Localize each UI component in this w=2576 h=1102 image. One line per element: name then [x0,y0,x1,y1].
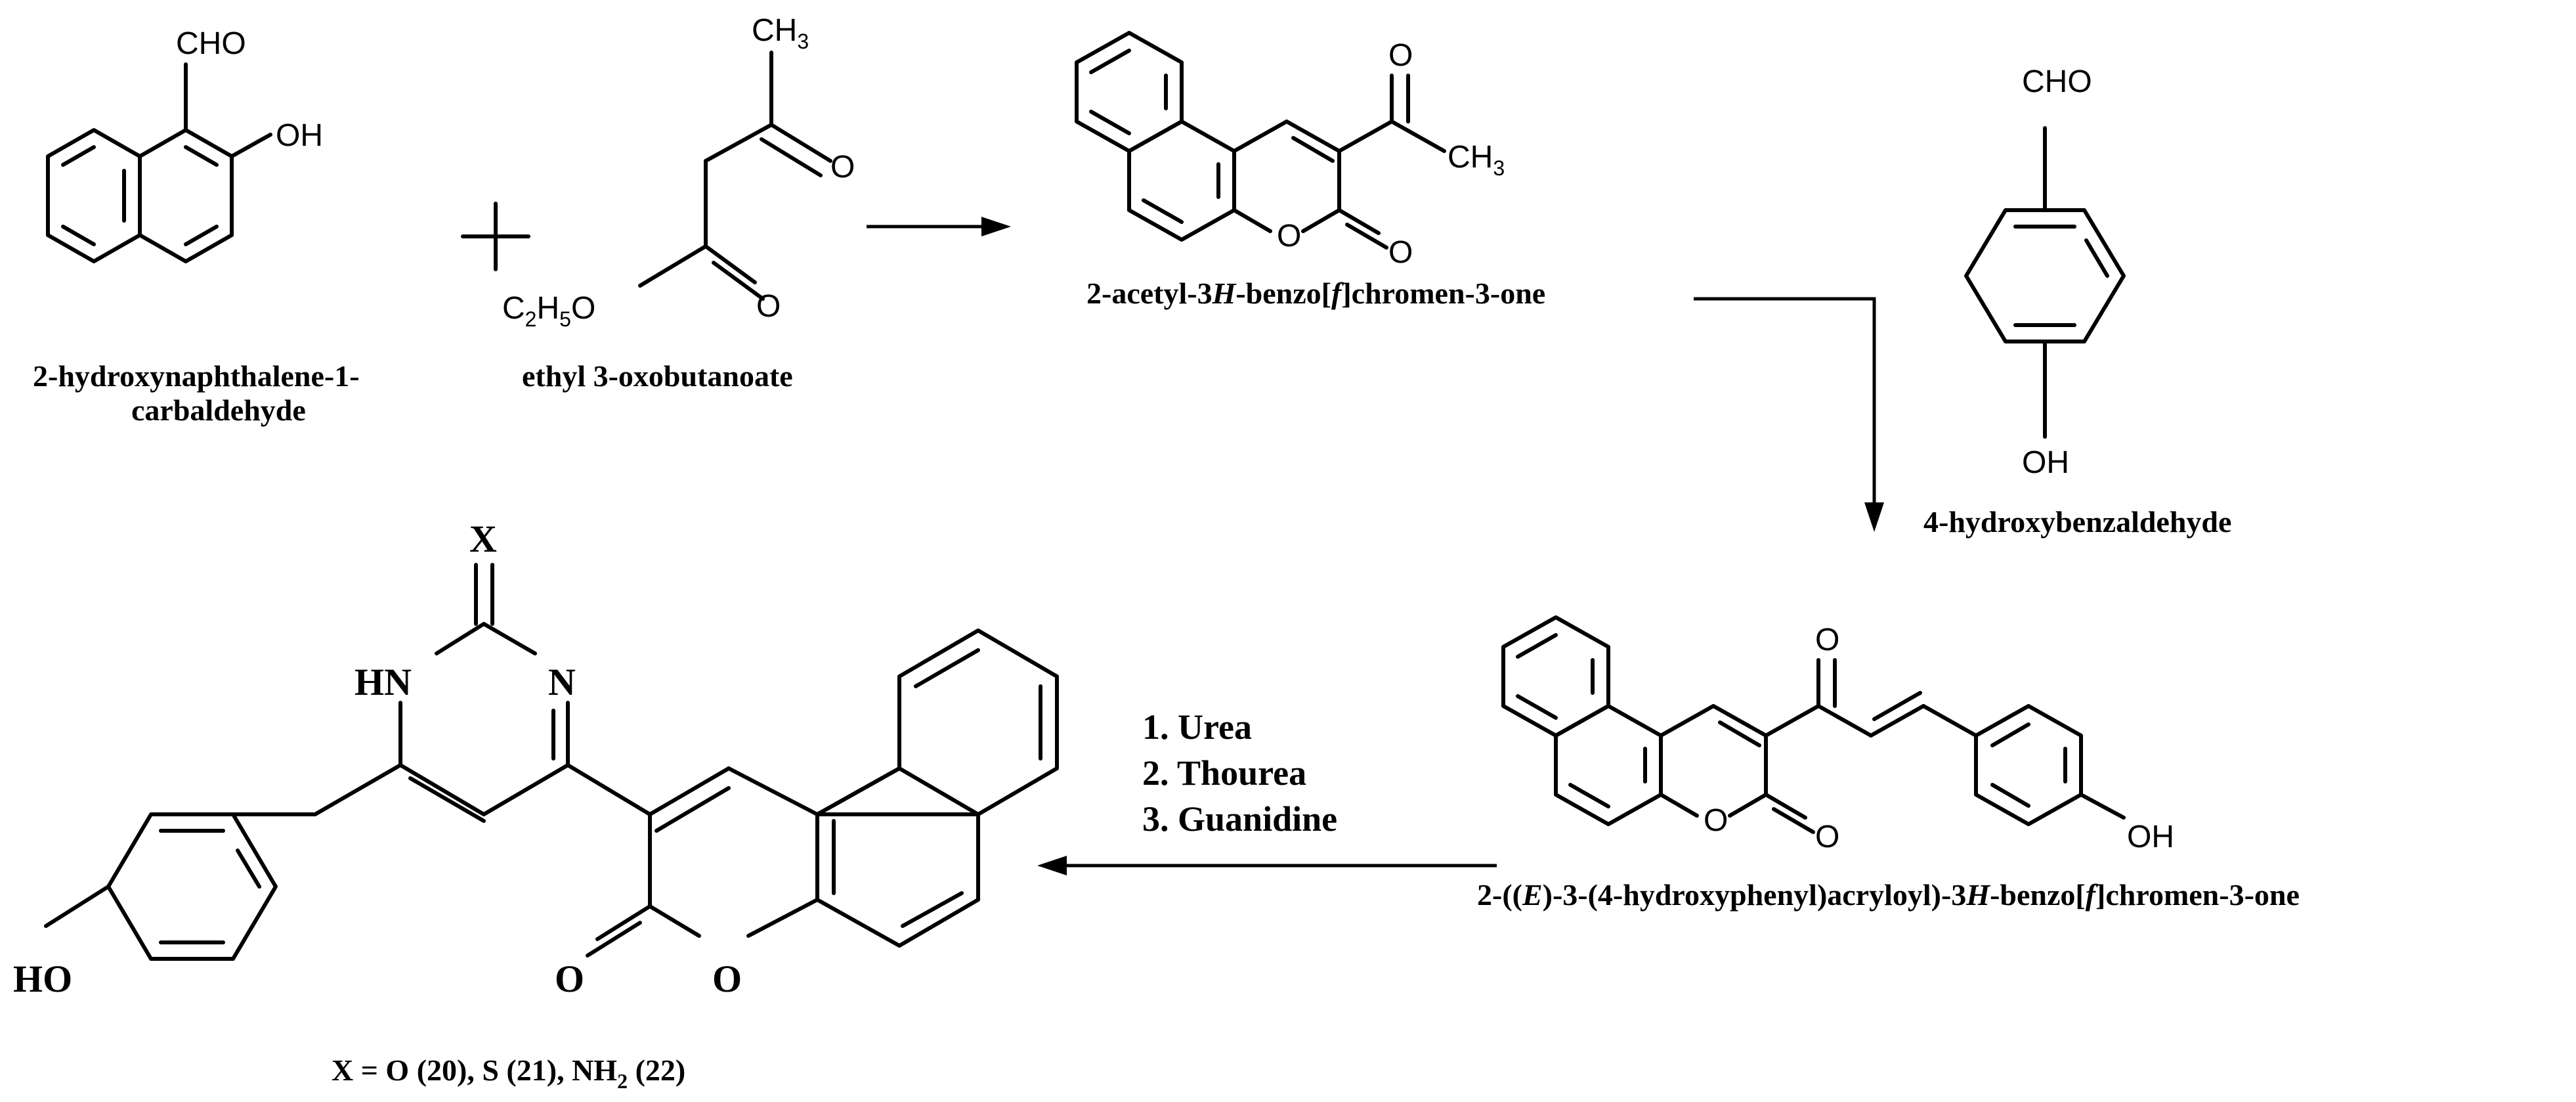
molecule-hydroxynaphthaldehyde: CHO OH 2-hydroxynaphthalene-1- carbaldeh… [33,26,360,427]
molecule-ethyl-acetoacetate: CH3 O O C2H5O ethyl 3-oxobutanoate [502,13,855,393]
atom-oh: OH [276,118,323,153]
atom-cho: CHO [176,26,246,61]
atom-oh-benz: OH [2022,445,2069,480]
bonds [46,62,272,263]
molecule-chalcone: O O O OH 2-((E)-3-(4-hydroxyphenyl)acryl… [1477,615,2300,912]
atom-o-ketone: O [830,150,855,185]
atom-ch3-acetyl: CH3 [1448,140,1505,180]
label-acetyl-coumarin: 2-acetyl-3H-benzo[f]chromen-3-one [1086,276,1545,310]
bonds [1075,31,1446,250]
atom-ch3: CH3 [752,13,809,53]
atom-ethoxy: C2H5O [502,291,595,331]
label-chalcone: 2-((E)-3-(4-hydroxyphenyl)acryloyl)-3H-b… [1477,878,2300,912]
label-ethyl-oxobutanoate: ethyl 3-oxobutanoate [522,359,793,393]
plus-sign [461,202,530,271]
bonds [44,563,1059,961]
atom-ho: HO [13,958,72,1000]
label-products: X = O (20), S (21), NH2 (22) [332,1053,685,1093]
molecule-hydroxybenzaldehyde: CHO OH 4-hydroxybenzaldehyde [1923,64,2231,539]
atom-o-product-carbonyl: O [555,958,584,1000]
bonds [638,51,832,301]
atom-x: X [469,518,497,560]
atom-o-chalcone-lactone: O [1815,820,1839,854]
arrow-step-3: 1. Urea 2. Thourea 3. Guanidine [1037,707,1497,875]
atom-cho-benz: CHO [2022,64,2092,99]
atom-o-chalcone-ring: O [1704,803,1728,838]
atom-o-ester-carbonyl: O [756,289,781,324]
bonds [1501,615,2126,834]
atom-oh-chalcone: OH [2127,820,2174,854]
condition-thiourea: 2. Thourea [1142,753,1306,793]
atom-n: N [548,661,576,703]
atom-o-ring: O [1277,219,1301,253]
label-hydroxybenzaldehyde: 4-hydroxybenzaldehyde [1923,505,2231,539]
label-hydroxynaphthaldehyde-1: 2-hydroxynaphthalene-1- [33,359,360,393]
atom-o-acetyl: O [1388,38,1413,73]
bonds [1964,126,2126,439]
atom-hn: HN [354,661,412,703]
condition-guanidine: 3. Guanidine [1142,799,1337,839]
atom-o-product-ring: O [712,958,742,1000]
arrow-step-1 [867,217,1011,236]
atom-o-lactone: O [1388,235,1413,270]
condition-urea: 1. Urea [1142,707,1252,747]
arrow-step-2 [1694,297,1884,532]
label-hydroxynaphthaldehyde-2: carbaldehyde [131,393,306,427]
molecule-pyrimidine-products: X HN N HO O O X = O (20), S (21), NH2 (2… [13,518,1059,1093]
molecule-acetyl-coumarin: O CH3 O O 2-acetyl-3H-benzo[f]chromen-3-… [1075,31,1545,310]
atom-o-chalcone-carbonyl: O [1815,623,1839,657]
